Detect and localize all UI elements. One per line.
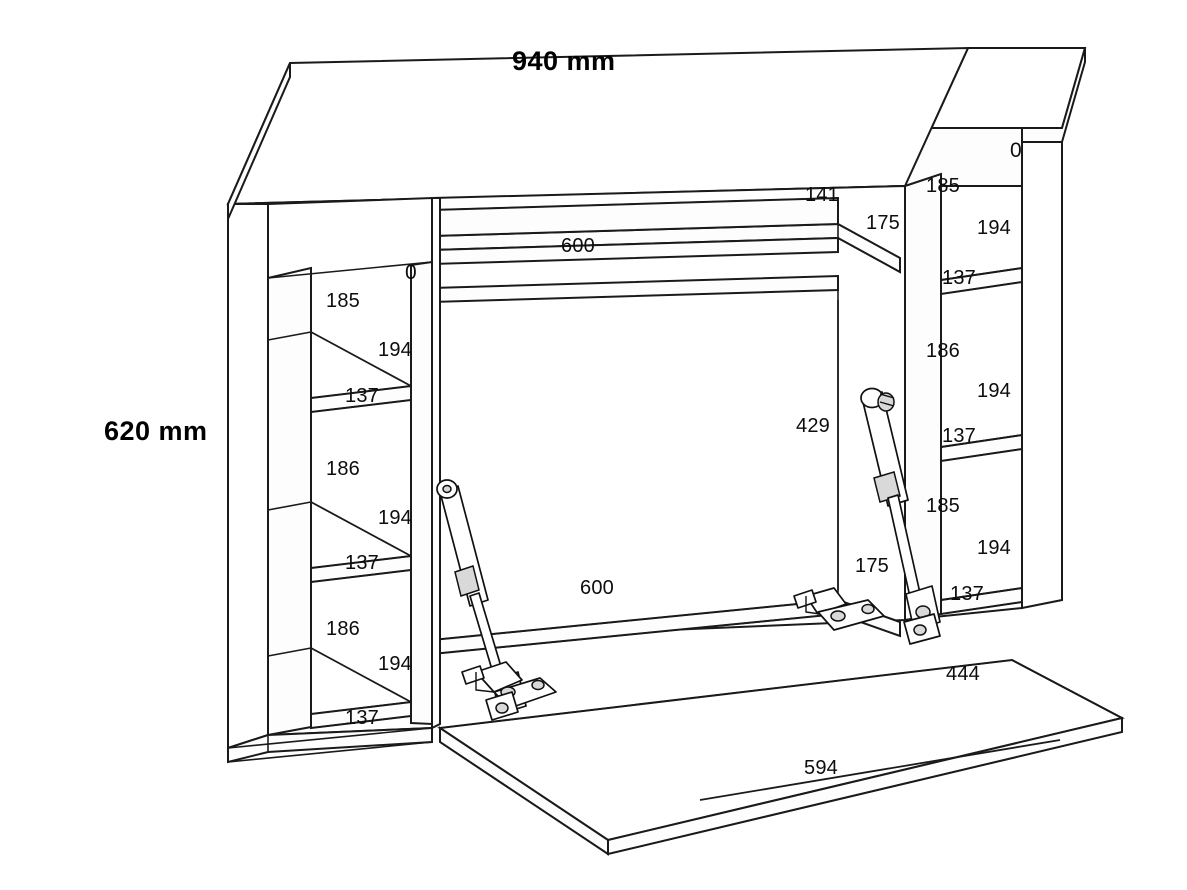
desk-width-label: 594 <box>804 757 838 779</box>
left-unit-top-zero: 0 <box>405 261 417 284</box>
left-section2-depth: 194 <box>378 507 412 529</box>
gas-strut-right <box>860 387 941 645</box>
right-unit-top-zero: 0 <box>1010 139 1022 162</box>
left-section3-vertical: 186 <box>326 618 360 640</box>
right-section2-depth: 194 <box>977 380 1011 402</box>
right-section3-vertical: 185 <box>926 495 960 517</box>
center-shelf-width-label: 600 <box>561 235 595 257</box>
left-section2-horizontal: 137 <box>345 552 379 574</box>
desk-depth-label: 444 <box>946 663 980 685</box>
overall-height-label: 620 mm <box>104 416 208 446</box>
desk-depth-leader <box>1011 659 1123 719</box>
center-lower-width-label: 600 <box>580 577 614 599</box>
right-section1-depth: 194 <box>977 217 1011 239</box>
left-section2-vertical: 186 <box>326 458 360 480</box>
hinge-left <box>461 661 557 721</box>
right-section2-horizontal: 137 <box>942 425 976 447</box>
center-back-height-label: 429 <box>796 415 830 437</box>
center-shelf-depth-label: 175 <box>866 212 900 234</box>
right-section1-vertical: 185 <box>926 175 960 197</box>
center-shelf-riser-label: 141 <box>805 184 839 206</box>
center-lower-depth-label: 175 <box>855 555 889 577</box>
desk-width-leader <box>699 739 1061 801</box>
right-section2-vertical: 186 <box>926 340 960 362</box>
left-unit-shelves <box>310 384 412 730</box>
left-section3-depth: 194 <box>378 653 412 675</box>
left-section1-horizontal: 137 <box>345 385 379 407</box>
center-upper-shelf <box>431 196 901 274</box>
hinge-center <box>793 587 885 631</box>
left-section1-vertical: 185 <box>326 290 360 312</box>
right-section3-horizontal: 137 <box>950 583 984 605</box>
right-section3-depth: 194 <box>977 537 1011 559</box>
center-left-divider <box>431 197 441 730</box>
right-section1-horizontal: 137 <box>942 267 976 289</box>
left-shelf-unit <box>227 62 433 764</box>
left-section3-horizontal: 137 <box>345 707 379 729</box>
left-section1-depth: 194 <box>378 339 412 361</box>
right-shelf-unit <box>902 47 1087 622</box>
overall-width-label: 940 mm <box>512 46 616 76</box>
